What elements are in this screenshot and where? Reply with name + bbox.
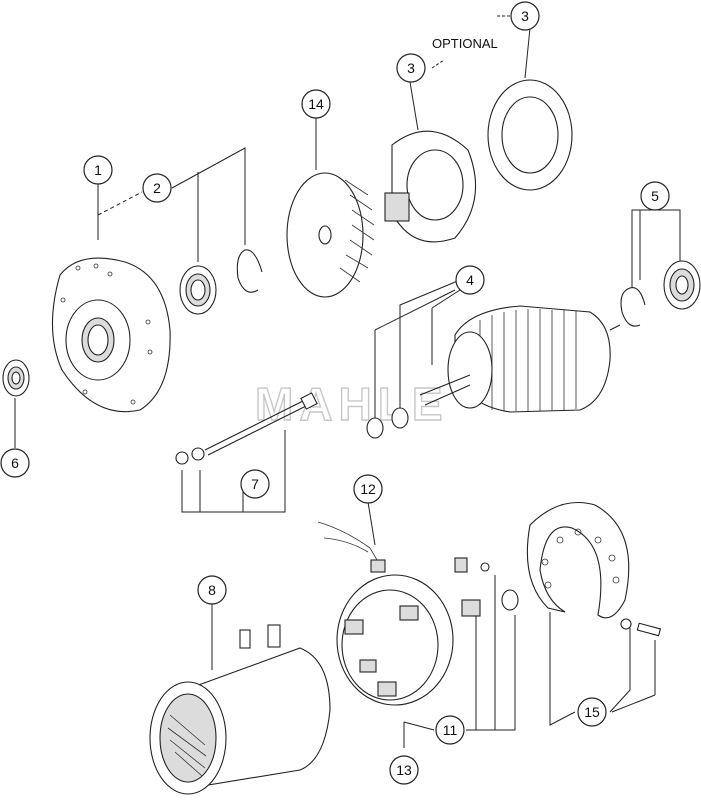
circlip-part xyxy=(236,249,263,293)
svg-text:3: 3 xyxy=(407,60,415,76)
end-shield-part xyxy=(51,257,171,413)
armature-part xyxy=(419,305,621,413)
callout-7: 7 xyxy=(240,469,270,499)
svg-text:4: 4 xyxy=(466,272,474,288)
callout-5: 5 xyxy=(640,181,670,211)
callout-14: 14 xyxy=(301,89,331,119)
watermark-logo: MAHLE xyxy=(255,378,449,430)
armature-clip-part xyxy=(366,407,409,439)
rear-bearing-part xyxy=(663,260,701,310)
bearing-part xyxy=(179,265,217,315)
svg-text:6: 6 xyxy=(11,455,19,471)
tie-bolt-part xyxy=(175,392,318,465)
wire-harness-part xyxy=(317,521,386,573)
optional-label: OPTIONAL xyxy=(432,36,498,51)
callout-8: 8 xyxy=(197,575,227,605)
svg-text:13: 13 xyxy=(396,762,412,778)
callout-12: 12 xyxy=(353,474,383,504)
callout-15: 15 xyxy=(577,697,607,727)
svg-text:15: 15 xyxy=(584,704,600,720)
svg-text:8: 8 xyxy=(208,582,216,598)
svg-text:11: 11 xyxy=(443,722,458,738)
brush-holder-part xyxy=(336,574,454,706)
callout-3-optional: 3 xyxy=(510,1,540,31)
leader-lines xyxy=(14,15,681,748)
svg-text:7: 7 xyxy=(251,476,259,492)
band-screw-part xyxy=(620,618,662,637)
callout-1: 1 xyxy=(83,155,113,185)
cover-band-part xyxy=(526,501,630,619)
callout-13: 13 xyxy=(389,755,419,785)
callout-3-top: 3 xyxy=(396,53,426,83)
brush-pieces-part xyxy=(454,557,519,617)
washer-plate-part xyxy=(487,79,573,191)
cover-plate-part xyxy=(384,130,477,243)
rear-circlip-part xyxy=(620,287,646,327)
small-bearing-part xyxy=(2,359,30,397)
svg-text:12: 12 xyxy=(360,481,376,497)
svg-text:2: 2 xyxy=(153,180,161,196)
svg-text:5: 5 xyxy=(651,188,659,204)
fan-part xyxy=(286,172,375,298)
callout-2: 2 xyxy=(142,173,172,203)
svg-text:14: 14 xyxy=(308,96,324,112)
callout-4: 4 xyxy=(455,265,485,295)
callout-11: 11 xyxy=(435,715,465,745)
yoke-housing-part xyxy=(149,624,331,795)
callout-6: 6 xyxy=(0,448,30,478)
svg-text:3: 3 xyxy=(521,8,529,24)
svg-text:1: 1 xyxy=(94,162,102,178)
